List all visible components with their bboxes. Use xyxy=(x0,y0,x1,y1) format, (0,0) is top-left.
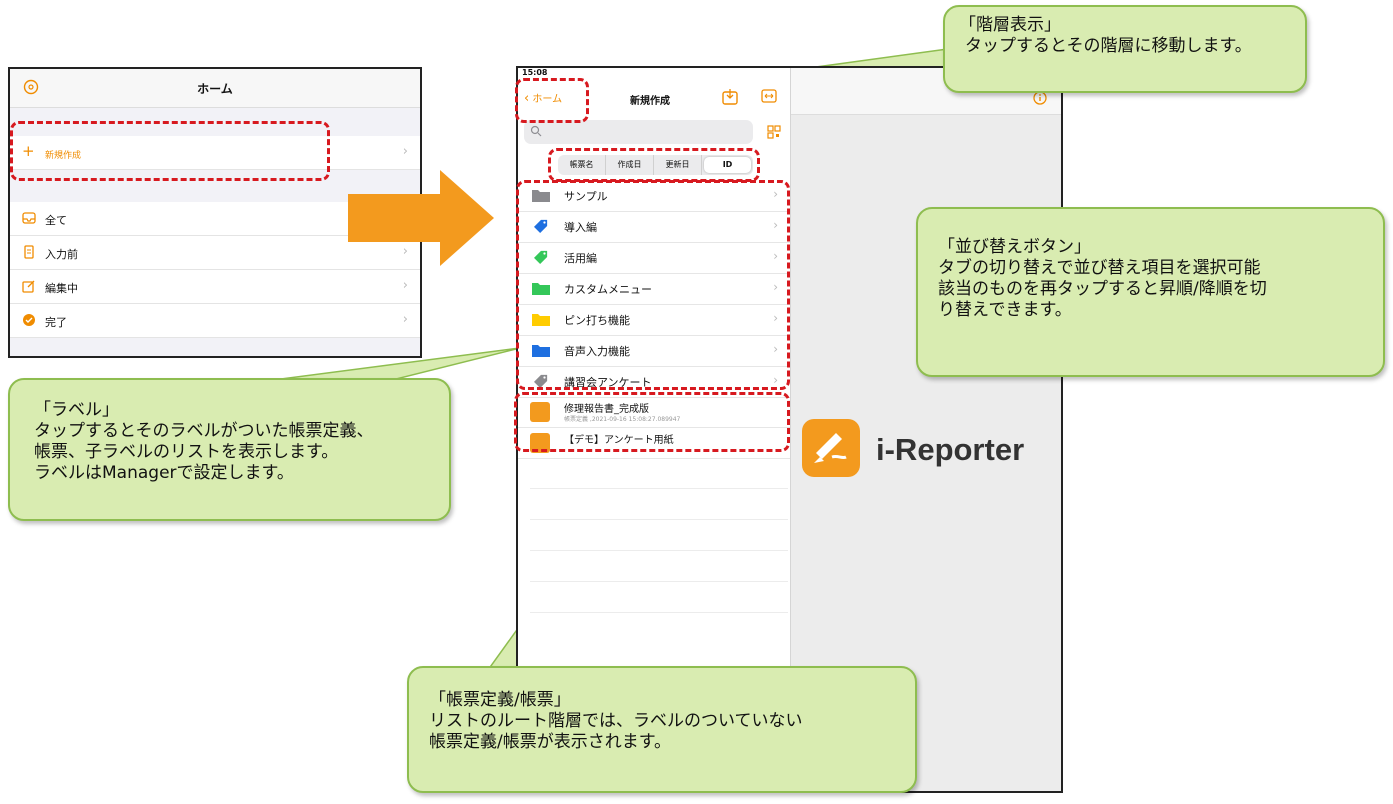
back-label: ホーム xyxy=(532,94,563,105)
label-row-custom-menu[interactable]: カスタムメニュー › xyxy=(518,273,790,305)
status-time: 15:08 xyxy=(522,68,548,77)
chevron-right-icon: › xyxy=(773,311,778,325)
folder-icon xyxy=(532,314,550,326)
home-nav-bar: ホーム xyxy=(10,69,420,108)
chevron-right-icon: › xyxy=(773,187,778,201)
callout-body: タップするとその階層に移動します。 xyxy=(965,36,1252,56)
back-button[interactable]: ‹ ホーム xyxy=(524,90,562,106)
info-icon[interactable] xyxy=(1033,91,1047,105)
callout-documents: 「帳票定義/帳票」 リストのルート階層では、ラベルのついていない 帳票定義/帳票… xyxy=(407,666,917,793)
chevron-right-icon: › xyxy=(402,312,408,327)
label-row-pin[interactable]: ピン打ち機能 › xyxy=(518,304,790,336)
label-row-intro[interactable]: 導入編 › xyxy=(518,211,790,243)
chevron-right-icon: › xyxy=(773,280,778,294)
new-item-label: 新規作成 xyxy=(45,151,82,161)
new-item-row[interactable]: + 新規作成 › xyxy=(10,136,420,170)
callout-label: 「ラベル」 タップするとそのラベルがついた帳票定義、 帳票、子ラベルのリストを表… xyxy=(8,378,451,521)
chevron-left-icon: ‹ xyxy=(524,91,530,106)
chevron-right-icon: › xyxy=(773,342,778,356)
document-icon xyxy=(24,245,34,259)
new-item-highlight xyxy=(10,121,330,181)
label-name: サンプル xyxy=(564,190,608,203)
check-badge-icon xyxy=(23,314,35,326)
folder-icon xyxy=(532,345,550,357)
document-subtitle: 帳票定義 ,2021-09-16 15:08:27.089947 xyxy=(564,416,681,423)
sort-tab-name[interactable]: 帳票名 xyxy=(558,155,606,175)
document-row[interactable]: 【デモ】アンケート用紙 xyxy=(518,428,790,459)
labels-highlight xyxy=(516,180,790,390)
label-row-survey[interactable]: 講習会アンケート › xyxy=(518,366,790,398)
callout-title: 「帳票定義/帳票」 xyxy=(429,690,571,710)
chevron-right-icon: › xyxy=(773,218,778,232)
sort-tab-id[interactable]: ID xyxy=(704,157,751,173)
document-form-icon xyxy=(530,402,550,422)
callout-title: 「ラベル」 xyxy=(34,400,119,420)
label-name: 講習会アンケート xyxy=(564,376,652,389)
document-title: 修理報告書_完成版 xyxy=(564,404,649,415)
chevron-right-icon: › xyxy=(773,249,778,263)
callout-title: 「並び替えボタン」 xyxy=(938,237,1091,257)
home-item-label: 完了 xyxy=(45,316,67,329)
tag-icon xyxy=(534,250,548,264)
home-item-complete[interactable]: 完了 › xyxy=(10,304,420,338)
home-item-label: 入力前 xyxy=(45,248,78,261)
label-row-sample[interactable]: サンプル › xyxy=(518,180,790,212)
document-form-icon xyxy=(530,433,550,453)
callout-title: 「階層表示」 xyxy=(959,15,1061,35)
expand-icon[interactable] xyxy=(761,88,777,104)
sort-highlight xyxy=(548,148,760,182)
app-logo-icon xyxy=(802,419,860,477)
qr-code-icon[interactable] xyxy=(767,125,781,139)
search-input[interactable] xyxy=(524,120,753,144)
chevron-right-icon: › xyxy=(402,278,408,293)
folder-icon xyxy=(532,190,550,202)
label-name: カスタムメニュー xyxy=(564,283,652,296)
list-title: 新規作成 xyxy=(630,96,670,107)
sort-tab-updated[interactable]: 更新日 xyxy=(654,155,702,175)
chevron-right-icon: › xyxy=(402,144,408,159)
hierarchy-highlight xyxy=(515,78,589,123)
settings-icon[interactable] xyxy=(23,79,39,95)
label-name: 音声入力機能 xyxy=(564,345,630,358)
transition-arrow-icon xyxy=(348,170,494,266)
tag-icon xyxy=(534,219,548,233)
home-item-label: 編集中 xyxy=(45,282,78,295)
label-name: ピン打ち機能 xyxy=(564,314,630,327)
tag-icon xyxy=(534,374,548,388)
label-row-usage[interactable]: 活用編 › xyxy=(518,242,790,274)
documents-highlight xyxy=(514,392,790,452)
folder-icon xyxy=(532,283,550,295)
home-title: ホーム xyxy=(197,82,233,96)
callout-body: タブの切り替えで並び替え項目を選択可能 該当のものを再タップすると昇順/降順を切… xyxy=(938,258,1267,320)
document-title: 【デモ】アンケート用紙 xyxy=(564,435,674,446)
download-icon[interactable] xyxy=(721,88,739,106)
edit-icon xyxy=(22,280,35,293)
search-icon xyxy=(530,125,542,137)
label-name: 導入編 xyxy=(564,221,597,234)
document-row[interactable]: 修理報告書_完成版 帳票定義 ,2021-09-16 15:08:27.0899… xyxy=(518,397,790,428)
home-item-editing[interactable]: 編集中 › xyxy=(10,270,420,304)
callout-hierarchy: 「階層表示」 タップするとその階層に移動します。 xyxy=(943,5,1307,93)
plus-icon: + xyxy=(22,142,35,160)
sort-segmented-control[interactable]: 帳票名 作成日 更新日 ID xyxy=(558,155,753,175)
home-screen: ホーム + 新規作成 › 全て › 入力前 › 編集中 › 完了 › xyxy=(8,67,422,358)
label-name: 活用編 xyxy=(564,252,597,265)
app-logo-text: i-Reporter xyxy=(876,432,1025,467)
label-row-voice[interactable]: 音声入力機能 › xyxy=(518,335,790,367)
callout-body: リストのルート階層では、ラベルのついていない 帳票定義/帳票が表示されます。 xyxy=(429,711,803,752)
sort-tab-created[interactable]: 作成日 xyxy=(606,155,654,175)
chevron-right-icon: › xyxy=(402,244,408,259)
home-item-label: 全て xyxy=(45,214,67,227)
callout-body: タップするとそのラベルがついた帳票定義、 帳票、子ラベルのリストを表示します。 … xyxy=(34,421,374,483)
inbox-icon xyxy=(22,212,36,224)
callout-sort: 「並び替えボタン」 タブの切り替えで並び替え項目を選択可能 該当のものを再タップ… xyxy=(916,207,1385,377)
chevron-right-icon: › xyxy=(773,373,778,387)
